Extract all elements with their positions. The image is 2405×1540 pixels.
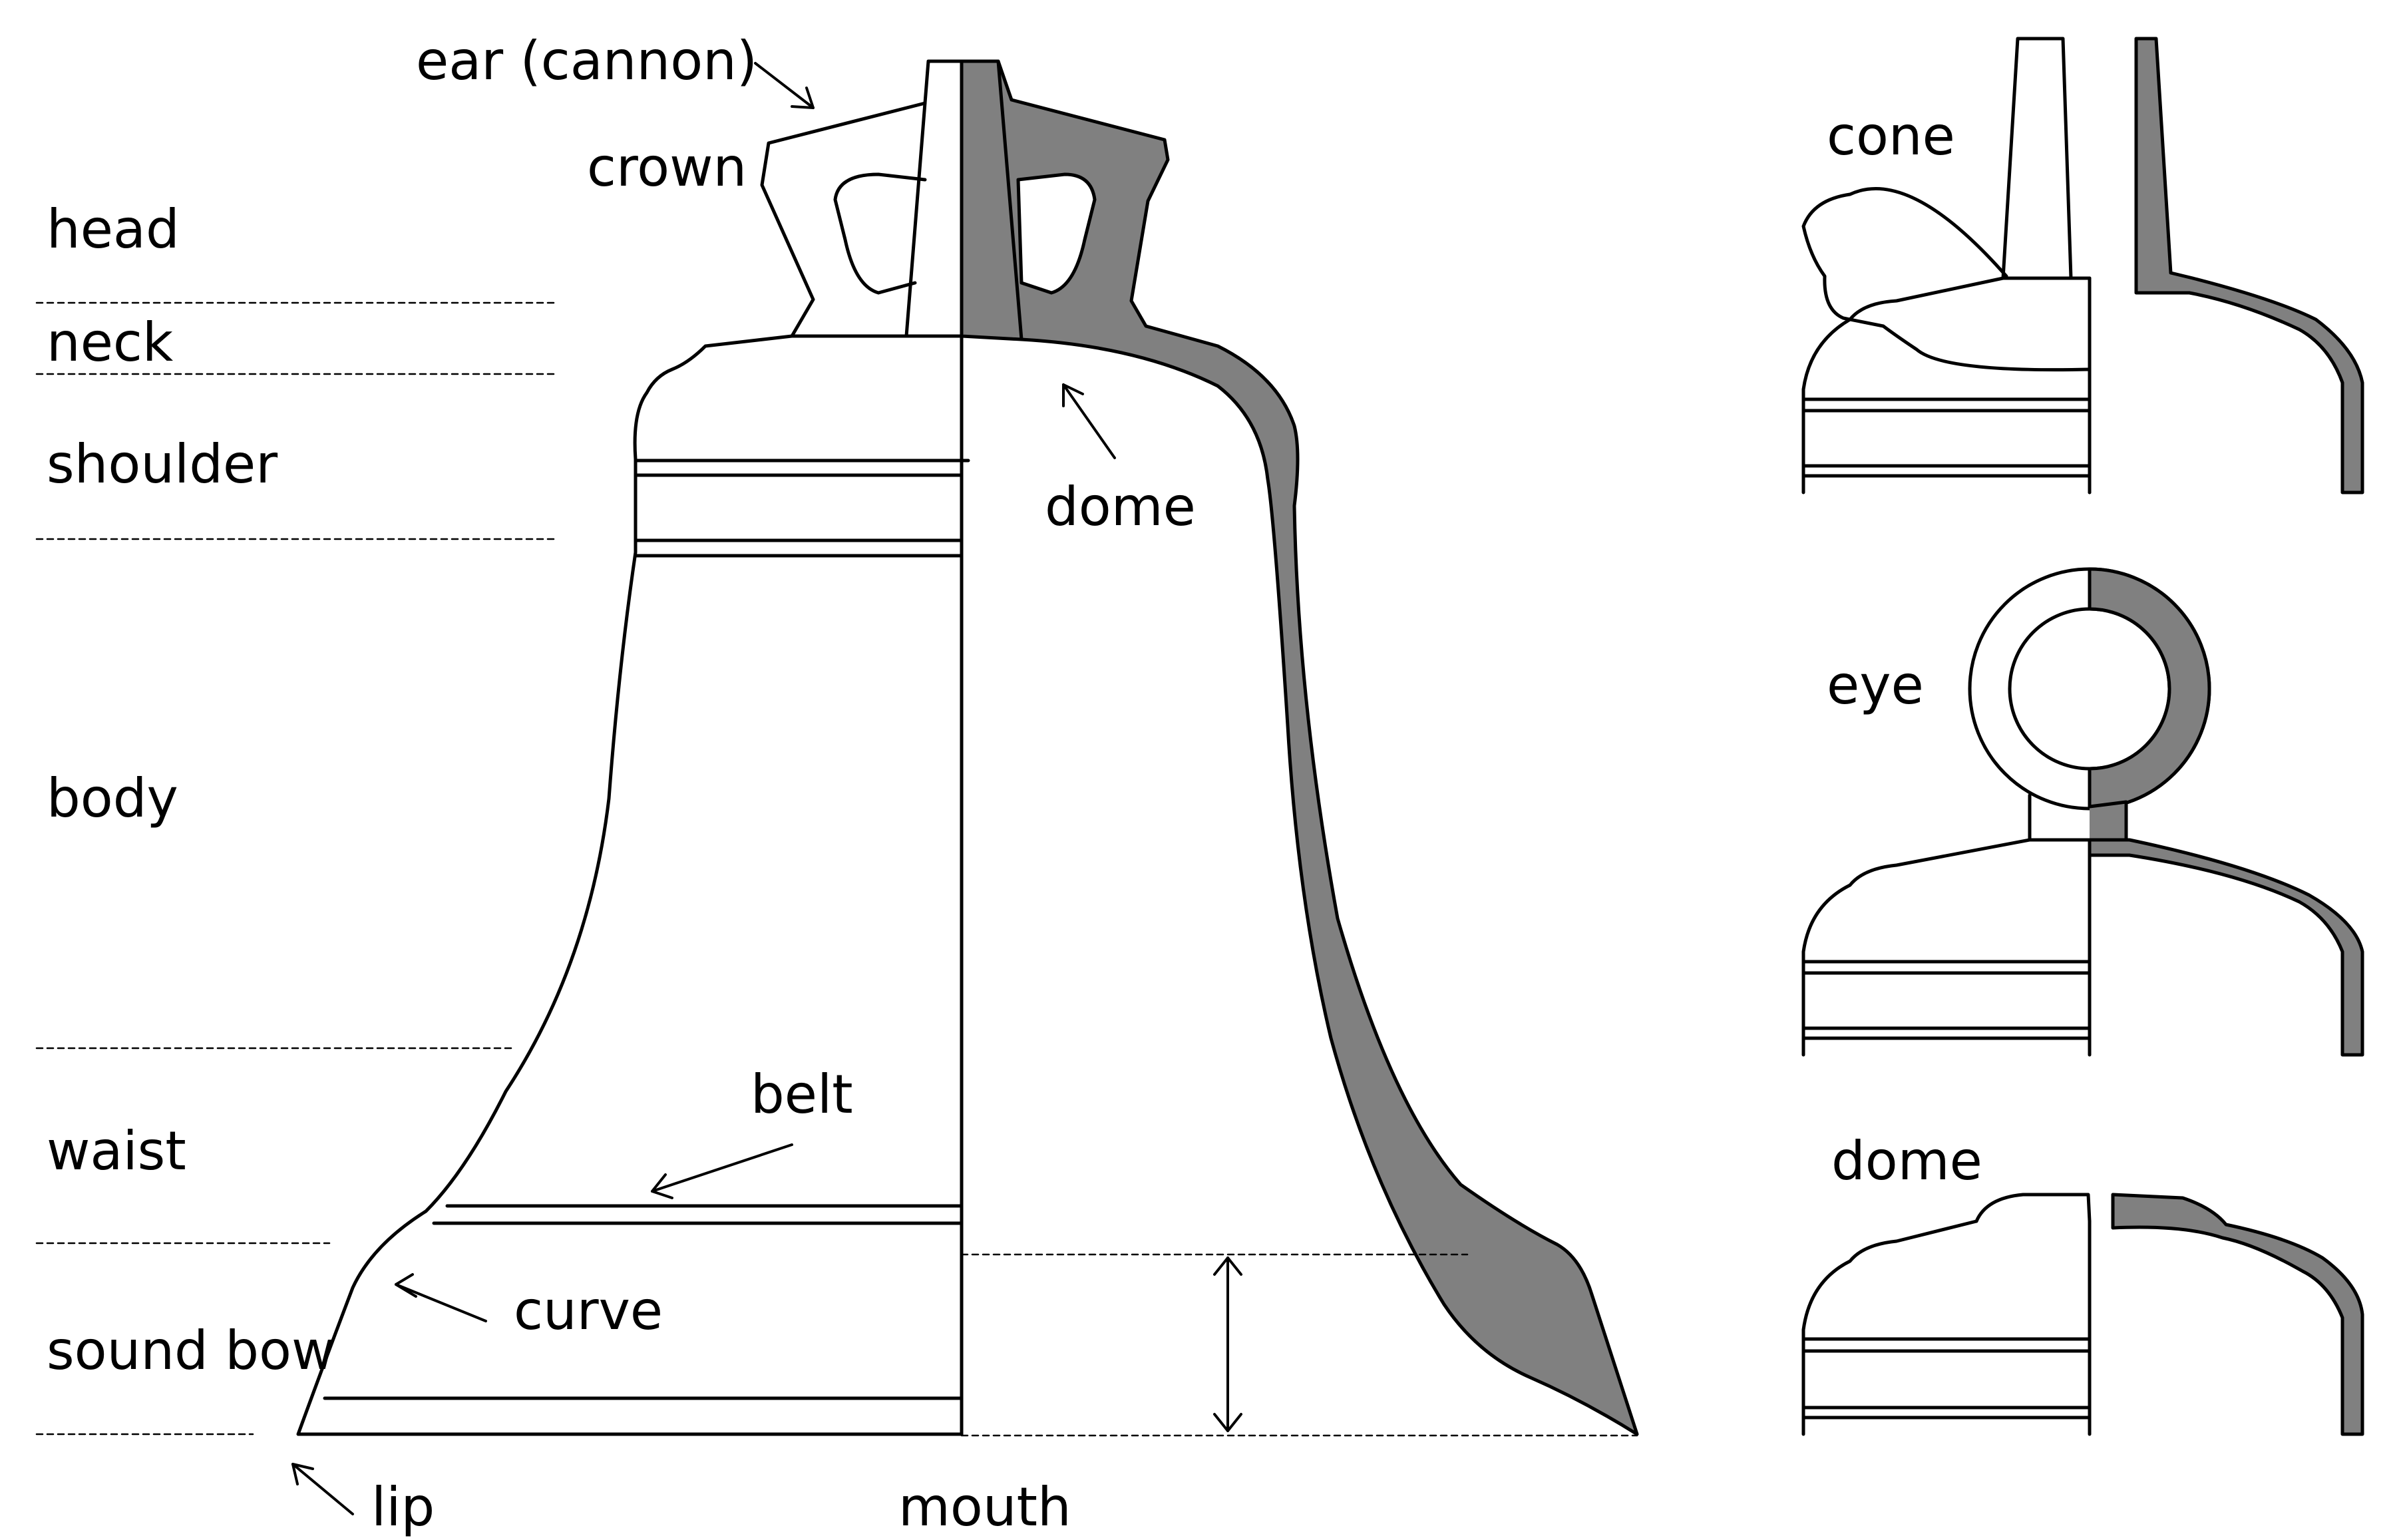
variant-label-eye: eye (1827, 654, 1924, 716)
part-label-dome: dome (1045, 476, 1196, 538)
leader-arrows (291, 62, 1116, 1515)
variant-eye (1801, 567, 2364, 1057)
bell-bands (323, 459, 970, 1400)
bell-left-outline (296, 334, 964, 1436)
part-label-ear: ear (cannon) (416, 30, 758, 92)
part-label-crown: crown (587, 136, 747, 198)
zone-label-shoulder: shoulder (47, 433, 278, 495)
cannon-left (904, 59, 964, 338)
crown-left-outline (760, 101, 927, 338)
zone-label-waist: waist (47, 1120, 186, 1182)
part-label-belt: belt (751, 1063, 853, 1125)
zone-label-sound-bow: sound bow (47, 1320, 335, 1382)
part-label-lip: lip (371, 1476, 435, 1538)
variant-cone (1801, 37, 2364, 494)
zone-label-neck: neck (47, 311, 174, 373)
zone-label-body: body (47, 767, 178, 829)
part-label-mouth: mouth (898, 1476, 1071, 1538)
cannon-right-edge (996, 59, 1023, 341)
part-label-curve: curve (514, 1280, 663, 1342)
variant-label-cone: cone (1827, 105, 1955, 167)
crown-hole-left (833, 172, 927, 295)
soundbow-guides (960, 1253, 1638, 1437)
crown-hole-right (1016, 172, 1097, 295)
bell-right-section (960, 59, 1639, 1436)
zone-label-head: head (47, 198, 180, 260)
variant-dome (1801, 1193, 2364, 1436)
dimension-arrow (1213, 1256, 1242, 1432)
variant-label-dome: dome (1831, 1130, 1982, 1192)
zone-dividers (35, 301, 557, 1436)
